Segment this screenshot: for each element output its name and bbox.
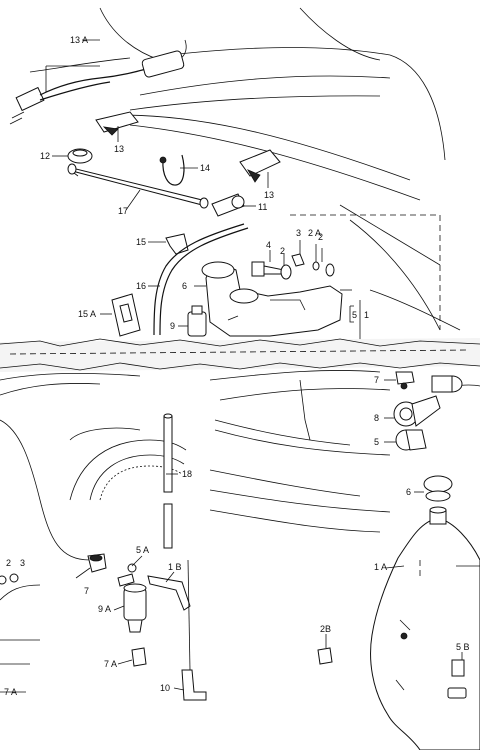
clip-14[interactable]: [159, 154, 185, 186]
label-7-right: 7: [374, 375, 379, 385]
label-5b: 5 B: [456, 642, 470, 652]
label-8: 8: [374, 413, 379, 423]
label-9a: 9 A: [98, 604, 111, 614]
label-9: 9: [170, 321, 175, 331]
label-13-right: 13: [264, 190, 274, 200]
label-15a: 15 A: [78, 309, 96, 319]
label-3-upper: 3: [296, 228, 301, 238]
bracket-15a[interactable]: [111, 293, 141, 337]
bracket-1b[interactable]: [147, 575, 191, 611]
label-1a: 1 A: [374, 562, 387, 572]
hose-16[interactable]: [153, 223, 249, 336]
pump-seal-8[interactable]: [393, 395, 441, 427]
label-7-lower: 7: [84, 586, 89, 596]
pump-9[interactable]: [187, 305, 207, 337]
label-1b: 1 B: [168, 562, 182, 572]
label-5a: 5 A: [136, 545, 149, 555]
leader-lines: [0, 39, 463, 693]
wheel-arch: [69, 439, 187, 501]
label-6-lower: 6: [406, 487, 411, 497]
hose-18[interactable]: [163, 413, 173, 549]
cap-6-lower[interactable]: [423, 475, 453, 502]
label-2b-bushing: 2B: [320, 624, 331, 634]
jet-11[interactable]: [211, 193, 245, 217]
label-2a: 2 A: [308, 228, 321, 238]
label-10: 10: [160, 683, 170, 693]
label-2-b: 2: [318, 232, 323, 242]
label-5-upper: 5: [352, 310, 357, 320]
grommet-7[interactable]: [87, 553, 107, 573]
label-12: 12: [40, 151, 50, 161]
screw-4[interactable]: [251, 261, 285, 277]
lower-left-body: [0, 584, 41, 641]
label-17: 17: [118, 206, 128, 216]
motor-right[interactable]: [431, 375, 463, 393]
label-7a-left: 7 A: [4, 687, 17, 697]
label-11: 11: [258, 202, 267, 212]
label-1: 1: [364, 310, 369, 320]
hose-end-10[interactable]: [181, 559, 207, 701]
reservoir-1a[interactable]: [370, 506, 480, 750]
label-13-upper: 13: [114, 144, 124, 154]
plug-5b[interactable]: [447, 659, 467, 699]
plug-5-right[interactable]: [395, 429, 427, 451]
washer-2[interactable]: [280, 261, 335, 280]
washer-jet-13-upper[interactable]: [95, 111, 139, 136]
label-2-a: 2: [280, 246, 285, 256]
grommet-12[interactable]: [67, 148, 93, 177]
label-13a: 13 A: [70, 35, 88, 45]
label-16: 16: [136, 281, 146, 291]
washer-jet-13-right[interactable]: [239, 149, 281, 183]
torn-edge-strip: [0, 338, 480, 372]
reservoir-upper[interactable]: [201, 261, 343, 337]
clip-15[interactable]: [165, 233, 189, 255]
grommet-7a[interactable]: [131, 647, 147, 667]
callout-labels: 13 A 13 12 14 17 13 11 15 4 3 2 A 2 2 6 …: [4, 35, 470, 697]
hose-17[interactable]: [67, 163, 209, 209]
label-5-right: 5: [374, 437, 379, 447]
label-7a: 7 A: [104, 659, 117, 669]
pump-9a[interactable]: [117, 563, 147, 633]
bushing-2b[interactable]: [317, 647, 333, 665]
hood-outline: [29, 7, 461, 331]
label-18: 18: [182, 469, 192, 479]
label-14: 14: [200, 163, 210, 173]
harness-connector-13a[interactable]: [9, 50, 185, 125]
nut-3[interactable]: [291, 253, 305, 267]
label-2-left: 2: [6, 558, 11, 568]
label-3-left: 3: [20, 558, 25, 568]
label-6-upper: 6: [182, 281, 187, 291]
cap-7-right[interactable]: [395, 371, 415, 390]
label-4: 4: [266, 240, 271, 250]
small-parts-left[interactable]: [0, 573, 19, 585]
label-15: 15: [136, 237, 146, 247]
body-outline-lower: [0, 370, 480, 561]
